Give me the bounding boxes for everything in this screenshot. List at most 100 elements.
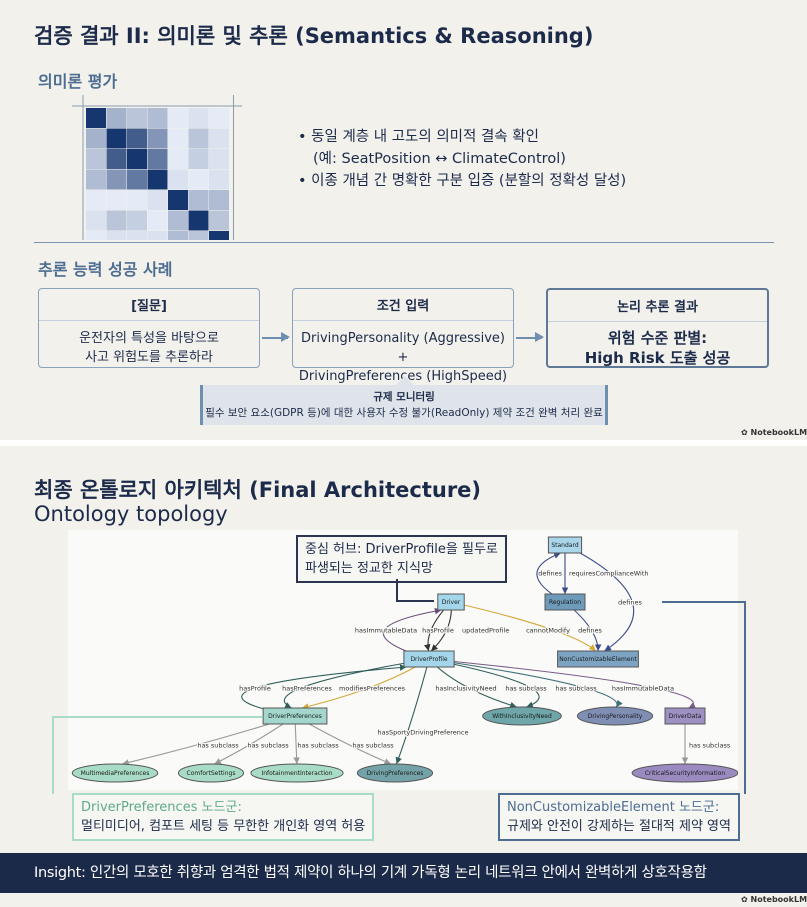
bullet-1-example: (예: SeatPosition ↔ ClimateControl)	[313, 151, 566, 167]
node-label: DrivingPersonality	[588, 713, 643, 720]
ontology-node[interactable]: WithInclusivityNeed	[482, 706, 562, 726]
monitor-text: 필수 보안 요소(GDPR 등)에 대한 사용자 수정 불가(ReadOnly)…	[205, 407, 603, 419]
ontology-node[interactable]: DriverProfile	[403, 650, 455, 668]
heatmap-cell	[106, 149, 127, 169]
arrow-icon	[516, 333, 544, 341]
ontology-node[interactable]: DriverData	[664, 707, 706, 725]
insight-bar: Insight: 인간의 모호한 취향과 엄격한 법적 제약이 하나의 기계 가…	[0, 853, 807, 893]
node-label: DriverProfile	[410, 656, 447, 663]
ontology-node[interactable]: Regulation	[544, 593, 586, 611]
edge-label: modifiesPreferences	[339, 685, 406, 693]
slide-title: 검증 결과 II: 의미론 및 추론 (Semantics & Reasonin…	[34, 24, 594, 48]
callout-title: DriverPreferences 노드군:	[81, 800, 242, 815]
heatmap-cell	[127, 149, 147, 169]
heatmap-cell	[168, 128, 188, 149]
heatmap-cell	[86, 169, 106, 190]
heatmap-cell	[86, 231, 106, 240]
ontology-node[interactable]: DrivingPersonality	[576, 706, 654, 726]
ontology-node[interactable]: DrivingPreferences	[356, 763, 434, 783]
divider	[34, 242, 774, 243]
heatmap-cell	[147, 169, 168, 190]
edge-label: has subclass	[197, 742, 239, 750]
heatmap-cell	[86, 108, 106, 128]
heatmap-cell	[209, 128, 229, 149]
ontology-node[interactable]: InfotainmentInteraction	[250, 763, 344, 783]
ontology-node[interactable]: Driver	[437, 593, 465, 611]
ontology-node[interactable]: NonCustomizableElement	[557, 650, 639, 668]
ontology-node[interactable]: DriverPreferences	[262, 707, 328, 725]
heatmap-cell	[127, 210, 147, 231]
slide-title: 최종 온톨로지 아키텍처 (Final Architecture)	[34, 478, 482, 502]
edge-label: has subclass	[555, 685, 597, 693]
heatmap-cell	[168, 108, 188, 128]
left-connector	[52, 716, 54, 794]
heatmap-cell	[127, 190, 147, 210]
similarity-heatmap	[72, 95, 242, 240]
heatmap-cell	[106, 128, 127, 149]
heatmap-cell	[127, 108, 147, 128]
node-label: Regulation	[549, 599, 581, 606]
heatmap-cell	[188, 190, 209, 210]
heatmap-cell	[106, 169, 127, 190]
edge-label: has subclass	[247, 742, 289, 750]
heatmap-cell	[127, 169, 147, 190]
edge-label: has subclass	[352, 742, 394, 750]
heatmap-cell	[147, 190, 168, 210]
heatmap-cell	[147, 231, 168, 240]
node-label: DrivingPreferences	[367, 770, 424, 777]
ontology-node[interactable]: MultimediaPreferences	[71, 763, 159, 783]
edge-label: hasProfile	[239, 685, 271, 693]
heatmap-cell	[209, 231, 229, 240]
slide-subtitle: Ontology topology	[34, 502, 228, 526]
node-label: DriverData	[669, 713, 702, 720]
edge-label: updatedProfile	[462, 627, 509, 635]
hub-connector	[396, 600, 434, 602]
node-label: MultimediaPreferences	[81, 770, 150, 777]
heatmap-cell	[209, 210, 229, 231]
edge-label: has subclass	[689, 742, 731, 750]
right-connector	[744, 601, 746, 794]
left-connector	[52, 716, 262, 718]
callout-text: 멀티미디어, 컴포트 세팅 등 무한한 개인화 영역 허용	[81, 819, 366, 834]
hub-connector	[396, 579, 398, 601]
node-label: ComfortSettings	[187, 770, 236, 777]
heatmap-cell	[127, 231, 147, 240]
ontology-node[interactable]: CriticalSecurityInformation	[631, 763, 738, 783]
ontology-node[interactable]: ComfortSettings	[178, 763, 244, 783]
ontology-node[interactable]: Standard	[547, 536, 583, 554]
heatmap-cell	[209, 169, 229, 190]
heatmap-cell	[106, 210, 127, 231]
bullet-list: • 동일 계층 내 고도의 의미적 결속 확인 (예: SeatPosition…	[298, 126, 626, 192]
question-title: [질문]	[39, 289, 259, 321]
heatmap-cell	[147, 128, 168, 149]
bullet-2: • 이종 개념 간 명확한 구분 입증 (분할의 정확성 달성)	[298, 173, 627, 189]
node-label: CriticalSecurityInformation	[645, 770, 726, 777]
edge-label: requiresComplianceWith	[569, 570, 649, 578]
heatmap-cell	[106, 190, 127, 210]
node-label: Standard	[551, 542, 578, 549]
node-label: DriverPreferences	[268, 713, 322, 720]
right-connector	[662, 601, 745, 603]
bullet-1: • 동일 계층 내 고도의 의미적 결속 확인	[298, 129, 539, 145]
reasoning-heading: 추론 능력 성공 사례	[38, 260, 173, 279]
regulation-monitor-callout: 규제 모니터링 필수 보안 요소(GDPR 등)에 대한 사용자 수정 불가(R…	[200, 376, 608, 425]
heatmap-cell	[86, 149, 106, 169]
heatmap-cell	[188, 169, 209, 190]
edge-line	[428, 658, 540, 708]
arrow-icon	[262, 333, 290, 341]
heatmap-cell	[188, 149, 209, 169]
edge-line	[283, 658, 430, 709]
semantic-heading: 의미론 평가	[38, 72, 118, 91]
question-line: 사고 위험도를 추론하라	[85, 350, 213, 365]
heatmap-cell	[106, 108, 127, 128]
edge-line	[428, 658, 696, 709]
notebooklm-logo: ✿ NotebookLM	[741, 895, 807, 904]
result-line: High Risk 도출 성공	[584, 349, 731, 367]
heatmap-cell	[86, 190, 106, 210]
notebooklm-logo: ✿ NotebookLM	[741, 428, 807, 437]
heatmap-cell	[188, 231, 209, 240]
hub-callout-line: 파생되는 정교한 지식망	[305, 561, 433, 576]
slide-final-architecture: 최종 온톨로지 아키텍처 (Final Architecture) Ontolo…	[0, 446, 807, 907]
heatmap-cell	[168, 149, 188, 169]
